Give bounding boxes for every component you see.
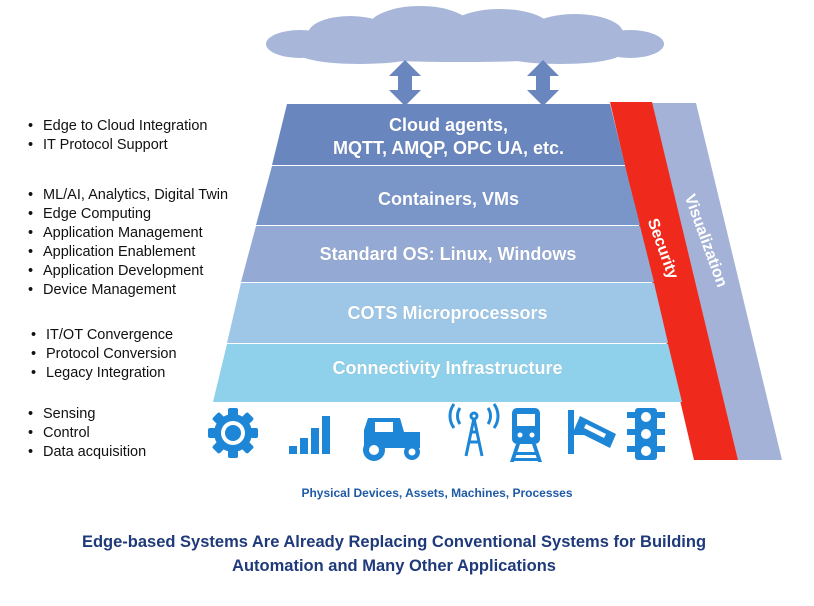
layer-label-containers: Containers, VMs — [377, 189, 520, 209]
list-item: Device Management — [26, 281, 228, 300]
layer-band-cloud-agents — [272, 104, 625, 165]
layer-band-containers — [256, 166, 640, 225]
tractor-icon — [363, 418, 420, 461]
layer-label-cots: COTS Microprocessors — [347, 303, 548, 323]
list-item: Legacy Integration — [29, 364, 177, 383]
layer-band-standard-os — [241, 226, 654, 282]
main-caption-line1: Edge-based Systems Are Already Replacing… — [81, 533, 707, 551]
bullet-group-convergence: IT/OT Convergence Protocol Conversion Le… — [29, 326, 177, 383]
list-item: Edge to Cloud Integration — [26, 117, 207, 136]
cloud-agents-line2: MQTT, AMQP, OPC UA, etc. — [332, 138, 565, 158]
list-item: Protocol Conversion — [29, 345, 177, 364]
cloud-agents-line1: Cloud agents, — [388, 115, 508, 135]
main-caption-line2: Automation and Many Other Applications — [232, 557, 556, 575]
list-item: Application Management — [26, 224, 228, 243]
list-item: ML/AI, Analytics, Digital Twin — [26, 186, 228, 205]
bullet-group-applications: ML/AI, Analytics, Digital Twin Edge Comp… — [26, 186, 228, 300]
layer-label-connectivity: Connectivity Infrastructure — [332, 358, 563, 378]
bullet-group-devices: Sensing Control Data acquisition — [26, 405, 146, 462]
list-item: Sensing — [26, 405, 146, 424]
main-caption: Edge-based Systems Are Already Replacing… — [0, 530, 788, 578]
layer-band-cots — [227, 283, 668, 343]
layer-label-cloud-agents: Cloud agents, MQTT, AMQP, OPC UA, etc. — [287, 114, 610, 160]
gear-icon — [208, 408, 258, 458]
security-bar — [610, 102, 738, 460]
train-icon — [510, 408, 542, 462]
visualization-bar — [652, 103, 782, 460]
radio-tower-icon — [448, 403, 500, 457]
list-item: Application Enablement — [26, 243, 228, 262]
layer-band-connectivity — [213, 344, 682, 402]
list-item: Application Development — [26, 262, 228, 281]
list-item: Control — [26, 424, 146, 443]
security-camera-icon — [568, 410, 616, 454]
signal-bars-icon — [289, 416, 330, 454]
devices-caption: Physical Devices, Assets, Machines, Proc… — [301, 486, 573, 500]
list-item: Data acquisition — [26, 443, 146, 462]
cloud-icon — [266, 6, 664, 64]
double-arrow-icon — [389, 60, 421, 106]
double-arrow-icon — [527, 60, 559, 106]
layer-label-standard-os: Standard OS: Linux, Windows — [319, 244, 577, 264]
bullet-group-cloud: Edge to Cloud Integration IT Protocol Su… — [26, 117, 207, 155]
list-item: IT Protocol Support — [26, 136, 207, 155]
traffic-light-icon — [627, 408, 665, 460]
list-item: Edge Computing — [26, 205, 228, 224]
list-item: IT/OT Convergence — [29, 326, 177, 345]
